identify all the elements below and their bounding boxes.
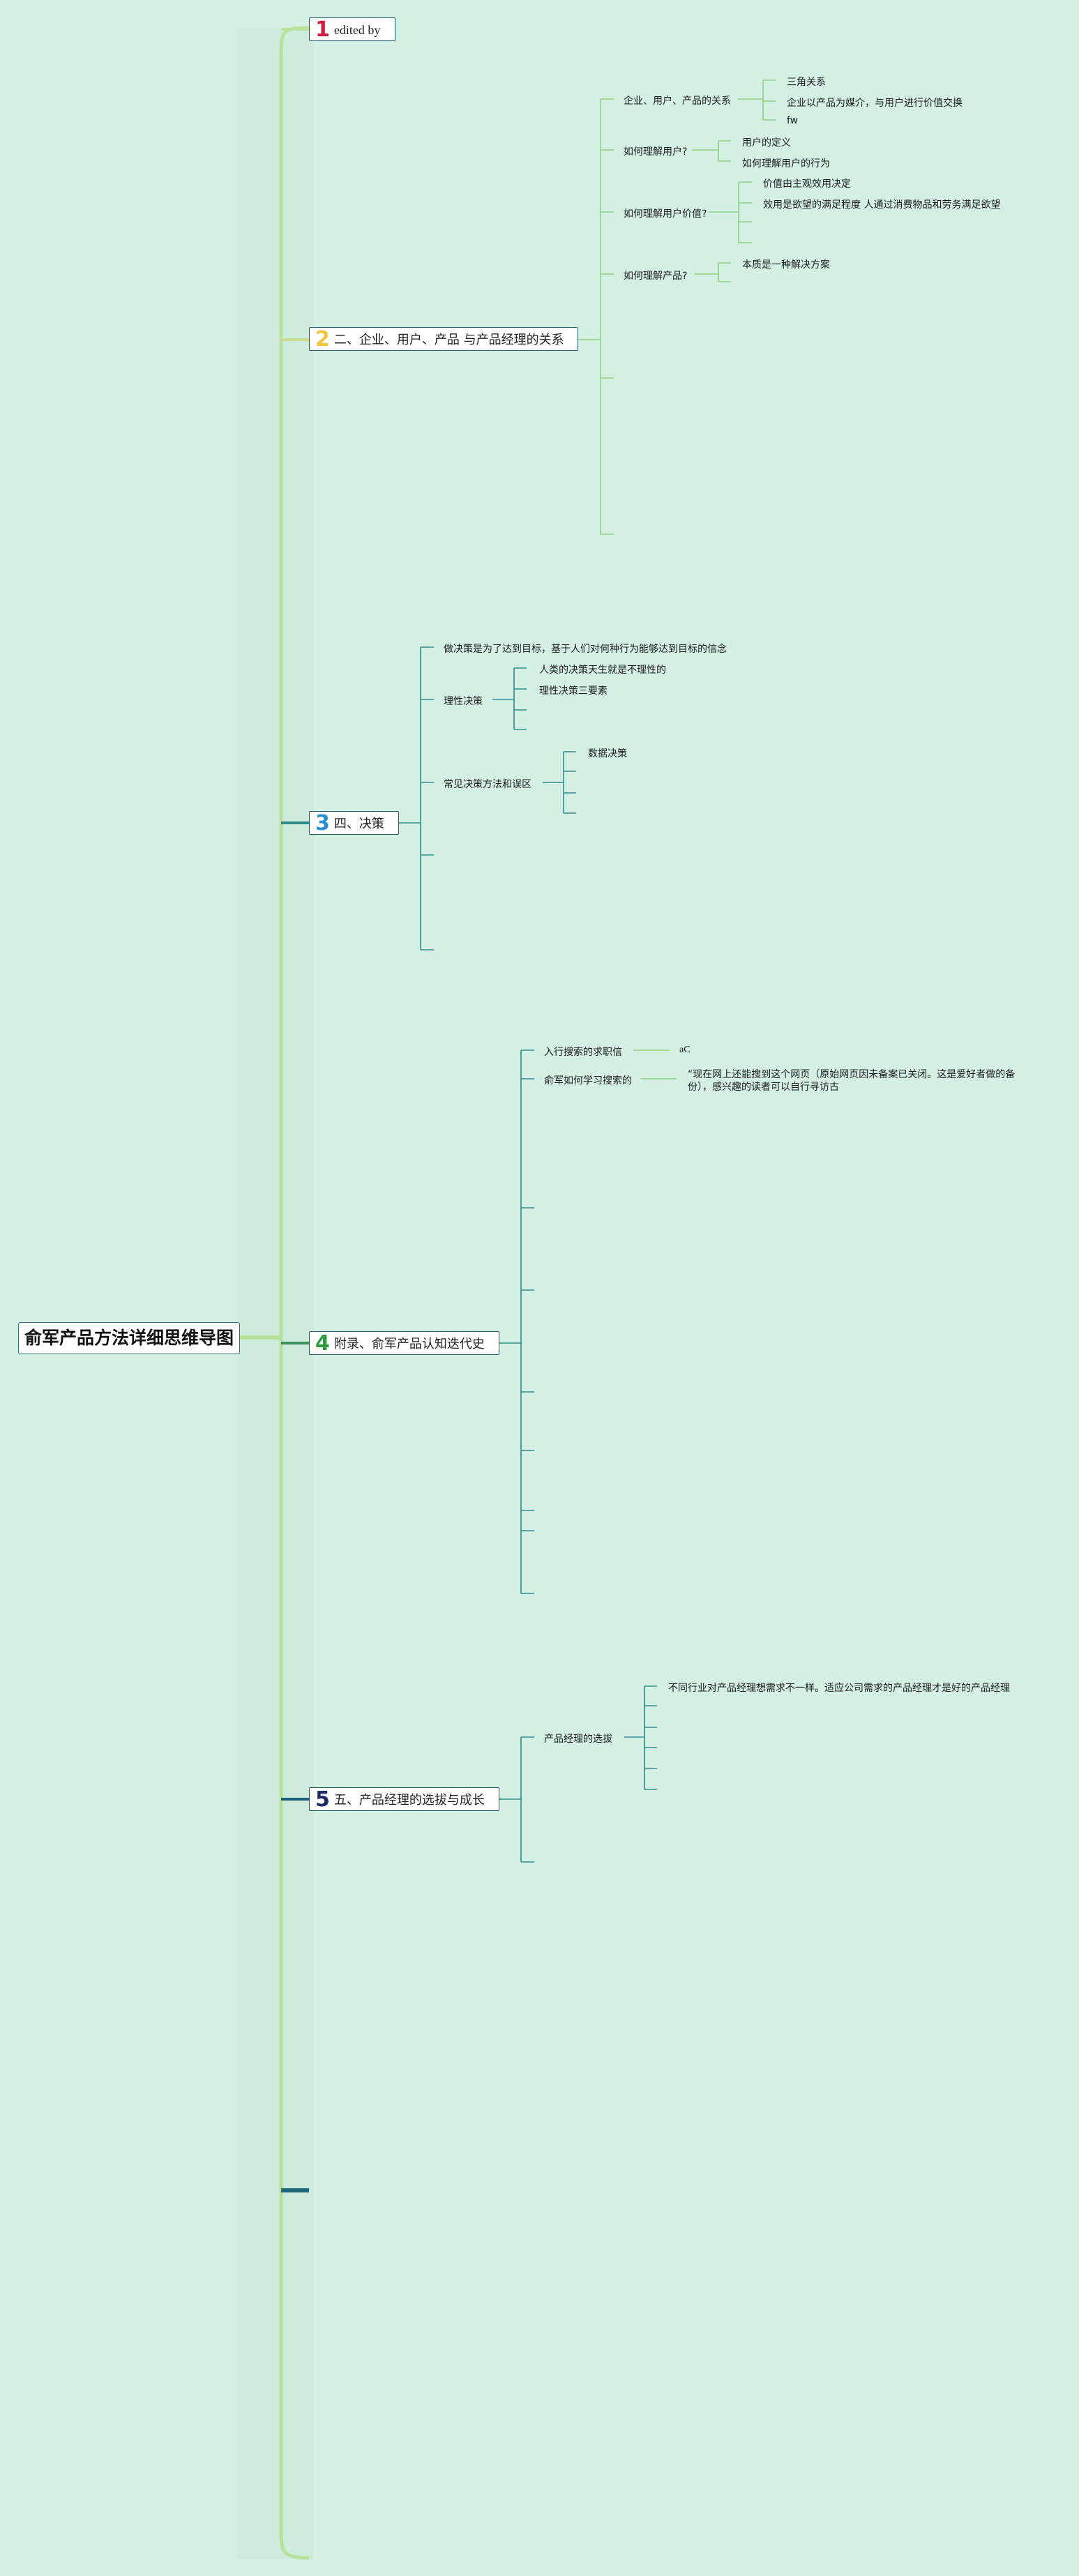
b2-leaf-utility-desire[interactable]: 效用是欲望的满足程度 人通过消费物品和劳务满足欲望 [763,199,1001,211]
b3-sub-rational-decision[interactable]: 理性决策 [444,696,483,707]
b3-leaf-three-elements[interactable]: 理性决策三要素 [539,685,608,697]
branch-label: edited by [333,23,381,37]
b3-sub-common-methods[interactable]: 常见决策方法和误区 [444,779,531,790]
b4-leaf-webpage-note-2[interactable]: 份），感兴趣的读者可以自行寻访古 [688,1082,839,1093]
b4-sub-cover-letter[interactable]: 入行搜索的求职信 [544,1047,622,1058]
trunk-shadow [237,28,314,2559]
b3-leaf-irrational[interactable]: 人类的决策天生就是不理性的 [539,665,666,676]
b2-sub-understand-product[interactable]: 如何理解产品? [624,271,688,282]
b5-sub-pm-selection[interactable]: 产品经理的选拔 [544,1734,612,1745]
branch-label: 五、产品经理的选拔与成长 [333,1793,485,1808]
branch-3-lines [399,646,576,950]
b2-leaf-fw[interactable]: fw [787,115,799,126]
b2-sub-relationship[interactable]: 企业、用户、产品的关系 [624,96,731,107]
branch-4-leaf-lines [633,1050,677,1079]
b2-leaf-user-definition[interactable]: 用户的定义 [742,137,791,149]
branch-label: 附录、俞军产品认知迭代史 [333,1337,485,1351]
b2-sub-user-value[interactable]: 如何理解用户价值? [624,209,707,220]
root-node[interactable]: 俞军产品方法详细思维导图 [18,1322,240,1354]
b3-leaf-data-decision[interactable]: 数据决策 [588,748,627,759]
branch-label: 四、决策 [333,817,384,831]
branch-number-3: 3 [315,811,330,835]
branch-number-5: 5 [315,1787,330,1812]
b4-leaf-ac[interactable]: aC [679,1045,691,1055]
b3-leaf-decision-goal[interactable]: 做决策是为了达到目标，基于人们对何种行为能够达到目标的信念 [444,644,727,655]
branch-number-2: 2 [315,327,330,351]
b2-leaf-solution[interactable]: 本质是一种解决方案 [742,259,830,271]
b2-leaf-value-exchange[interactable]: 企业以产品为媒介，与用户进行价值交换 [787,98,963,109]
branch-2-lines [578,79,776,535]
b2-sub-understand-user[interactable]: 如何理解用户? [624,146,688,158]
b2-leaf-triangle[interactable]: 三角关系 [787,77,826,88]
branch-label: 二、企业、用户、产品 与产品经理的关系 [333,333,564,347]
b4-sub-learn-search[interactable]: 俞军如何学习搜索的 [544,1075,632,1086]
branch-5-lines [499,1685,657,1863]
b5-leaf-industry-needs[interactable]: 不同行业对产品经理想需求不一样。适应公司需求的产品经理才是好的产品经理 [668,1683,1010,1694]
branch-4-lines [499,1050,534,1594]
branch-number-4: 4 [315,1331,330,1356]
b2-leaf-subjective-utility[interactable]: 价值由主观效用决定 [763,179,851,190]
b2-leaf-user-behavior[interactable]: 如何理解用户的行为 [742,158,830,169]
b4-leaf-webpage-note-1[interactable]: “现在网上还能搜到这个网页（原始网页因未备案已关闭。这是爱好者做的备 [688,1069,1016,1080]
branch-number-1: 1 [315,17,330,42]
